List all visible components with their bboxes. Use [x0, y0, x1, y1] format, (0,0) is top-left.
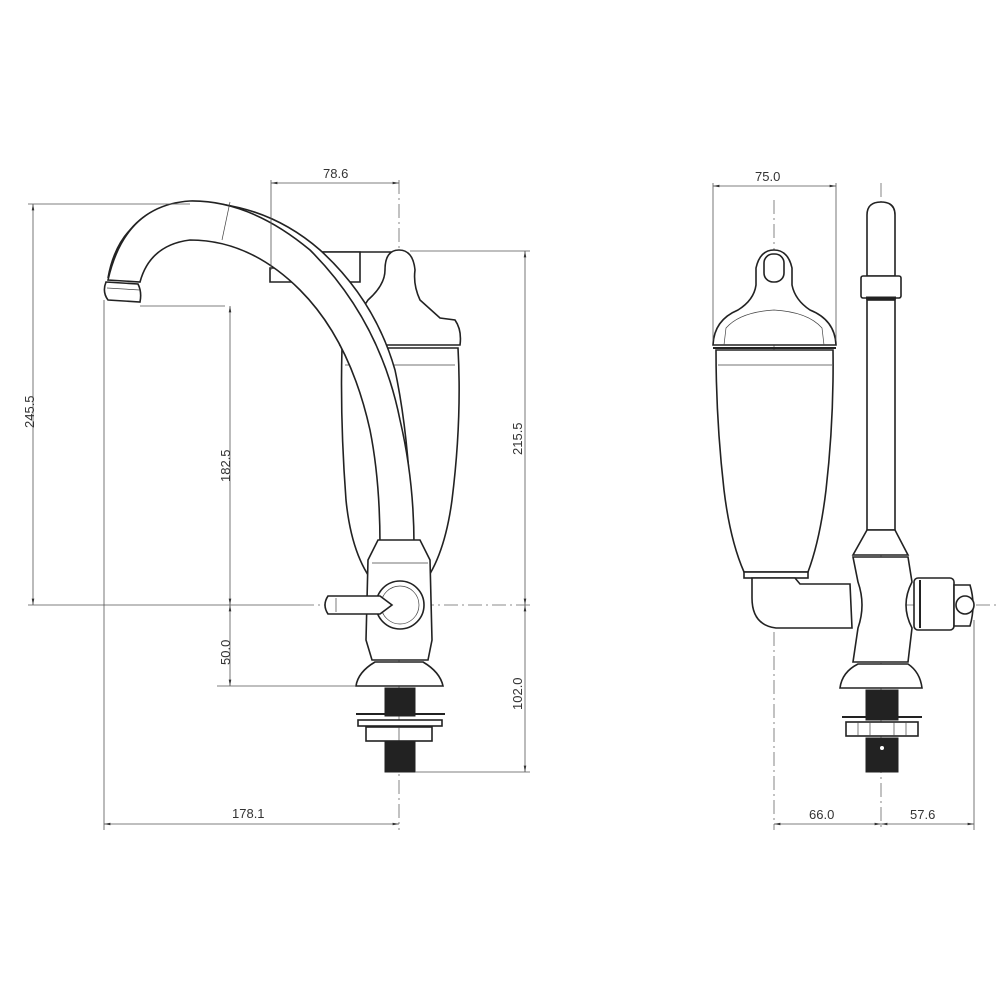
valve-body [324, 539, 444, 687]
dim-57-6: 57.6 [910, 807, 935, 822]
dim-182-5: 182.5 [218, 449, 233, 482]
dim-178-1: 178.1 [232, 806, 265, 821]
threaded-shank [356, 687, 445, 773]
dim-102-0: 102.0 [510, 677, 525, 710]
side-threaded-shank [842, 689, 922, 773]
dim-75-0: 75.0 [755, 169, 780, 184]
dim-50-0: 50.0 [218, 640, 233, 665]
side-spout [839, 201, 975, 689]
side-filter-cartridge [712, 249, 853, 629]
dim-245-5: 245.5 [22, 395, 37, 428]
filter-cartridge [269, 249, 462, 589]
dim-215-5: 215.5 [510, 422, 525, 455]
side-view: 75.0 66.0 57.6 [712, 169, 1000, 830]
dim-78-6: 78.6 [323, 166, 348, 181]
base-flange [355, 661, 444, 687]
lever-handle [324, 595, 394, 615]
front-view: 78.6 245.5 182.5 215.5 50.0 102.0 178.1 [22, 166, 530, 830]
dim-66-0: 66.0 [809, 807, 834, 822]
